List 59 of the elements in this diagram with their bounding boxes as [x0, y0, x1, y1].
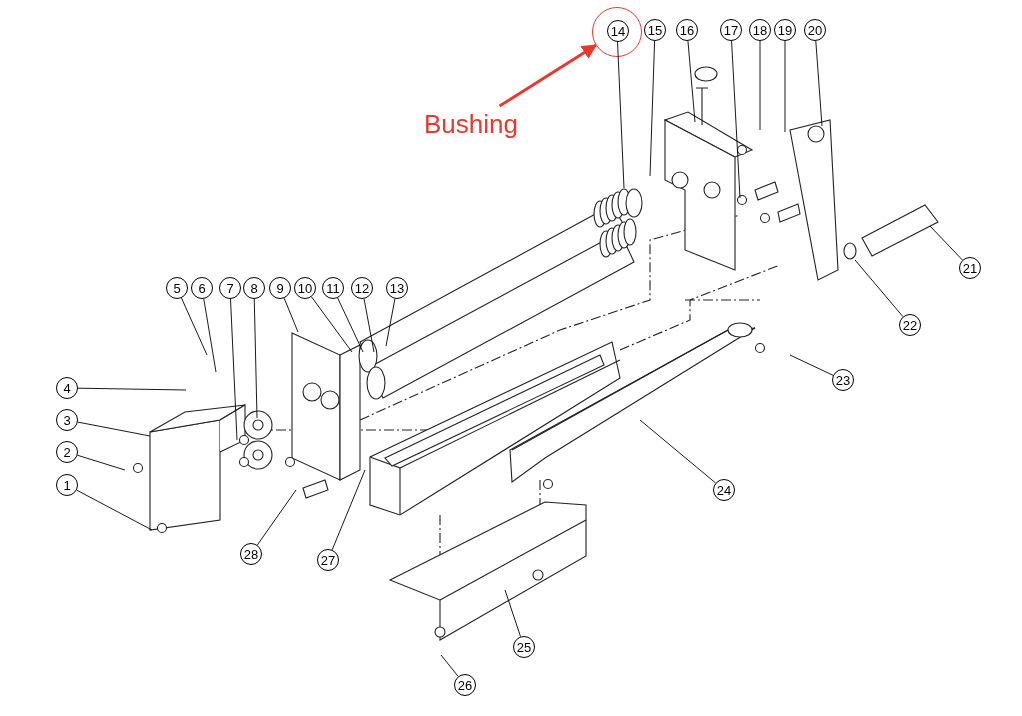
- leader-line: [731, 40, 741, 199]
- leader-line: [203, 298, 217, 373]
- callout-number: 21: [959, 257, 981, 279]
- leader-line: [784, 40, 786, 133]
- callout-number: 14: [607, 20, 629, 42]
- callout-number: 20: [804, 19, 826, 41]
- callout-number: 16: [676, 19, 698, 41]
- leader-line: [759, 40, 761, 131]
- leader-line: [385, 298, 396, 347]
- leader-line: [311, 296, 353, 353]
- leader-line: [649, 40, 656, 177]
- leader-line: [815, 40, 823, 127]
- leader-line: [639, 419, 716, 484]
- leader-line: [337, 297, 364, 353]
- leader-line: [181, 297, 208, 356]
- callout-number: 19: [774, 19, 796, 41]
- callout-number: 8: [243, 277, 265, 299]
- callout-number: 25: [513, 636, 535, 658]
- leader-line: [230, 298, 238, 441]
- callout-number: 11: [322, 277, 344, 299]
- leader-line: [687, 40, 696, 123]
- callout-number: 6: [191, 277, 213, 299]
- leader-line: [363, 298, 375, 353]
- callout-number: 17: [720, 19, 742, 41]
- callout-number: 2: [56, 441, 78, 463]
- callout-number: 7: [219, 277, 241, 299]
- callout-number: 24: [713, 479, 735, 501]
- callout-number: 23: [832, 369, 854, 391]
- callout-number: 15: [644, 19, 666, 41]
- callout-number: 12: [351, 277, 373, 299]
- callout-number: 10: [294, 277, 316, 299]
- leader-line: [256, 489, 297, 546]
- callout-number: 22: [899, 314, 921, 336]
- callout-number: 5: [166, 277, 188, 299]
- leader-line: [617, 40, 625, 189]
- callout-number: 27: [317, 549, 339, 571]
- leader-line: [77, 454, 126, 471]
- callout-number: 28: [240, 543, 262, 565]
- annotation-label: Bushing: [413, 106, 529, 142]
- callout-number: 1: [56, 474, 78, 496]
- leader-line: [77, 387, 187, 391]
- highlight-circle: [592, 7, 642, 57]
- callout-number: 4: [56, 377, 78, 399]
- arrow: [498, 44, 598, 108]
- callout-number: 13: [386, 277, 408, 299]
- callout-number: 3: [56, 409, 78, 431]
- leader-line: [331, 469, 366, 551]
- leader-line: [253, 298, 258, 419]
- leader-line: [504, 589, 521, 637]
- leader-line: [854, 259, 904, 318]
- callout-number: 9: [269, 277, 291, 299]
- callout-number: 26: [454, 674, 476, 696]
- callout-number: 18: [749, 19, 771, 41]
- leader-line: [929, 225, 963, 261]
- leader-line: [789, 354, 834, 376]
- leader-line: [77, 421, 151, 437]
- leader-line: [440, 654, 459, 677]
- leader-line: [283, 297, 299, 333]
- leader-line: [76, 489, 153, 531]
